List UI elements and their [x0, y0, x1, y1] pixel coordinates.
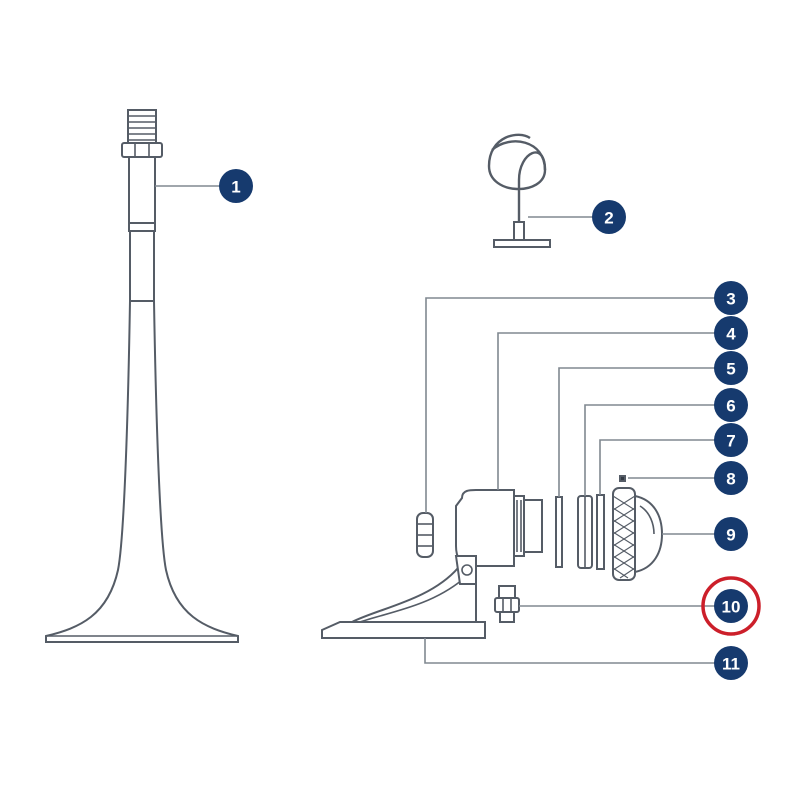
- stand-thread: [127, 109, 157, 145]
- seal-ring-part: [577, 495, 593, 569]
- callout-11: 11: [714, 646, 748, 680]
- callout-number: 8: [726, 470, 735, 489]
- callout-circle: [714, 351, 748, 385]
- callout-number: 7: [726, 432, 735, 451]
- callout-number: 10: [722, 598, 741, 617]
- stand-flared-base: [45, 300, 239, 643]
- stand-part: [45, 109, 239, 643]
- base-plate: [321, 621, 486, 639]
- callout-10: 10: [714, 589, 748, 623]
- callout-circle: [714, 388, 748, 422]
- stand-upper-shaft: [128, 156, 156, 224]
- leader-lines: [155, 185, 731, 664]
- highlight-ring: [701, 576, 761, 636]
- base-bracket-part: [321, 567, 486, 639]
- callout-7: 7: [714, 423, 748, 457]
- leader-3: [425, 297, 731, 513]
- hook-stem: [513, 221, 525, 241]
- housing-part: [454, 489, 543, 585]
- callout-3: 3: [714, 281, 748, 315]
- leader-4: [497, 332, 731, 490]
- stand-thread-lines: [128, 115, 156, 141]
- stand-nut: [121, 142, 163, 158]
- callout-5: 5: [714, 351, 748, 385]
- callout-4: 4: [714, 316, 748, 350]
- base-arm: [351, 567, 477, 623]
- hook-part: [487, 133, 551, 248]
- leader-5: [558, 367, 731, 497]
- callout-8: 8: [714, 461, 748, 495]
- stand-lower-shaft: [129, 230, 155, 302]
- leader-11: [424, 638, 731, 664]
- gasket-part: [596, 494, 605, 570]
- callout-number: 5: [726, 360, 735, 379]
- stand-joint: [128, 222, 156, 232]
- callout-number: 11: [722, 655, 740, 674]
- callout-circle: [219, 169, 253, 203]
- callout-circle: [714, 316, 748, 350]
- callout-number: 2: [604, 209, 613, 228]
- callout-circle: [714, 461, 748, 495]
- small-screw-part: [619, 475, 626, 482]
- hook-plate: [493, 239, 551, 248]
- callout-number: 4: [726, 325, 736, 344]
- knurled-cap-part: [612, 487, 664, 581]
- callout-number: 9: [726, 526, 735, 545]
- callout-circle: [714, 281, 748, 315]
- lens-ring-part: [555, 496, 563, 568]
- callout-number: 3: [726, 290, 735, 309]
- leader-7: [599, 439, 731, 495]
- callout-circle: [592, 200, 626, 234]
- fitting-part: [494, 585, 520, 623]
- callout-9: 9: [714, 517, 748, 551]
- callout-circle: [714, 646, 748, 680]
- callout-circle: [714, 589, 748, 623]
- callout-2: 2: [592, 200, 626, 234]
- callout-6: 6: [714, 388, 748, 422]
- callout-number: 6: [726, 397, 735, 416]
- callout-number: 1: [231, 178, 240, 197]
- callout-circle: [714, 423, 748, 457]
- callout-1: 1: [219, 169, 253, 203]
- leader-6: [584, 404, 731, 496]
- callout-circle: [714, 517, 748, 551]
- knob-part: [416, 512, 434, 558]
- callout-markers: 1 2 3 4 5 6 7 8 9 10 11: [219, 169, 748, 680]
